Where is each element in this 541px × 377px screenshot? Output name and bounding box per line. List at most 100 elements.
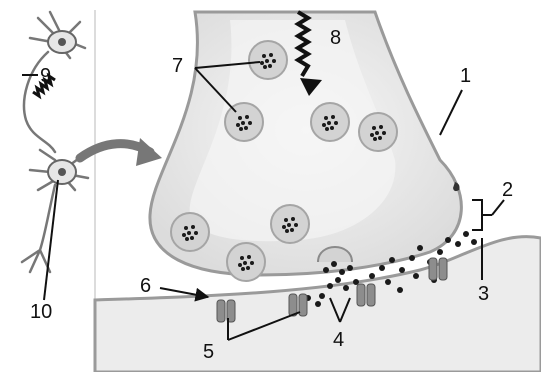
- neurotransmitter-molecule: [445, 237, 451, 243]
- vesicle: [227, 243, 265, 281]
- neurotransmitter-molecule: [335, 277, 341, 283]
- vesicle-molecule: [268, 64, 272, 68]
- vesicle-molecule: [247, 255, 251, 259]
- vesicle-molecule: [322, 123, 326, 127]
- receptor-subunit: [217, 300, 225, 322]
- neurotransmitter-molecule: [319, 293, 325, 299]
- label-5: 5: [203, 341, 214, 363]
- vesicle-molecule: [250, 261, 254, 265]
- vesicle-molecule: [285, 229, 289, 233]
- neurotransmitter-molecule: [389, 257, 395, 263]
- vesicle-molecule: [194, 231, 198, 235]
- neurotransmitter-molecule: [397, 287, 403, 293]
- vesicle-molecule: [236, 123, 240, 127]
- vesicle-molecule: [190, 236, 194, 240]
- vesicle-molecule: [185, 237, 189, 241]
- vesicle-molecule: [382, 131, 386, 135]
- vesicle-molecule: [260, 61, 264, 65]
- label-6: 6: [140, 275, 151, 297]
- label-1: 1: [460, 65, 471, 87]
- neurotransmitter-molecule: [327, 283, 333, 289]
- leader-2b: [492, 200, 504, 215]
- vesicle-molecule: [290, 228, 294, 232]
- vesicle-molecule: [187, 231, 191, 235]
- vesicle-molecule: [239, 127, 243, 131]
- leader-1: [440, 90, 462, 135]
- vesicle-molecule: [245, 115, 249, 119]
- vesicle-molecule: [378, 136, 382, 140]
- neurotransmitter-molecule: [385, 279, 391, 285]
- vesicle-molecule: [191, 225, 195, 229]
- vesicle-molecule: [243, 261, 247, 265]
- receptor-subunit: [357, 284, 365, 306]
- vesicle-molecule: [272, 59, 276, 63]
- vesicle-molecule: [327, 121, 331, 125]
- vesicle-molecule: [269, 53, 273, 57]
- label-3: 3: [478, 283, 489, 305]
- vesicle-molecule: [372, 126, 376, 130]
- neurotransmitter-molecule: [409, 255, 415, 261]
- vesicle: [225, 103, 263, 141]
- neurotransmitter-molecule: [379, 265, 385, 271]
- neurotransmitter-molecule: [463, 231, 469, 237]
- label-10: 10: [30, 301, 52, 323]
- vesicle-molecule: [184, 226, 188, 230]
- neurotransmitter-molecule: [339, 269, 345, 275]
- neurotransmitter-molecule: [399, 267, 405, 273]
- vesicle-molecule: [331, 115, 335, 119]
- vesicle-molecule: [330, 126, 334, 130]
- lower-nucleus: [58, 168, 66, 176]
- label-7: 7: [172, 55, 183, 77]
- vesicle-molecule: [244, 126, 248, 130]
- vesicle-molecule: [334, 121, 338, 125]
- label-2: 2: [502, 179, 513, 201]
- label-8: 8: [330, 27, 341, 49]
- vesicle-molecule: [282, 225, 286, 229]
- neurotransmitter-molecule: [315, 301, 321, 307]
- vesicle-molecule: [246, 266, 250, 270]
- vesicle-molecule: [182, 233, 186, 237]
- vesicle-molecule: [248, 121, 252, 125]
- vesicle: [311, 103, 349, 141]
- vesicle-molecule: [373, 137, 377, 141]
- vesicle-molecule: [238, 263, 242, 267]
- vesicle-molecule: [370, 133, 374, 137]
- upper-nucleus: [58, 38, 66, 46]
- neurotransmitter-molecule: [369, 273, 375, 279]
- vesicle-molecule: [241, 121, 245, 125]
- vesicle-molecule: [375, 131, 379, 135]
- neurotransmitter-molecule: [437, 249, 443, 255]
- neurotransmitter-molecule: [347, 265, 353, 271]
- label-9: 9: [40, 65, 51, 87]
- vesicle-molecule: [262, 54, 266, 58]
- vesicle-molecule: [265, 59, 269, 63]
- neurotransmitter-molecule: [413, 273, 419, 279]
- vesicle-molecule: [263, 65, 267, 69]
- neurotransmitter-molecule: [471, 239, 477, 245]
- vesicle: [271, 205, 309, 243]
- leader-2: [472, 200, 492, 230]
- vesicle-molecule: [287, 223, 291, 227]
- vesicle-molecule: [284, 218, 288, 222]
- receptor-subunit: [367, 284, 375, 306]
- vesicle-molecule: [294, 223, 298, 227]
- receptor-subunit: [429, 258, 437, 280]
- vesicle-molecule: [241, 267, 245, 271]
- neurotransmitter-molecule: [343, 285, 349, 291]
- vesicle: [359, 113, 397, 151]
- vesicle-molecule: [325, 127, 329, 131]
- label-4: 4: [333, 329, 344, 351]
- vesicle-molecule: [238, 116, 242, 120]
- vesicle: [171, 213, 209, 251]
- vesicle-molecule: [291, 217, 295, 221]
- neurotransmitter-molecule: [331, 261, 337, 267]
- vesicle-molecule: [379, 125, 383, 129]
- zoom-arrowhead: [136, 138, 162, 166]
- vesicle: [249, 41, 287, 79]
- neurotransmitter-molecule: [323, 267, 329, 273]
- neurotransmitter-molecule: [417, 245, 423, 251]
- vesicle-molecule: [324, 116, 328, 120]
- neurotransmitter-molecule: [455, 241, 461, 247]
- receptor-subunit: [439, 258, 447, 280]
